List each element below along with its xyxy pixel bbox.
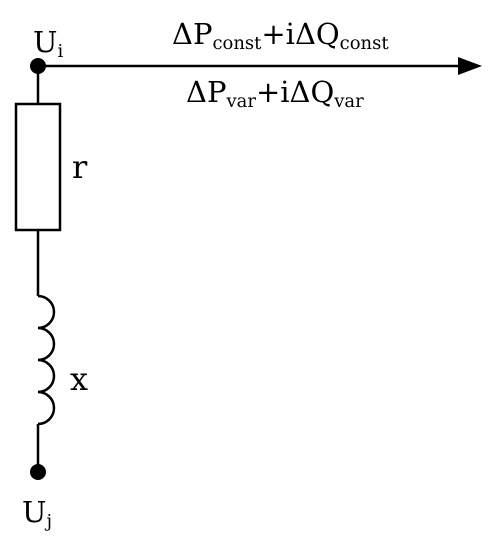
constant-q-subscript: const xyxy=(339,33,389,55)
constant-p-subscript: const xyxy=(212,33,262,55)
node-i-symbol: U xyxy=(33,25,58,59)
node-j-label: Uj xyxy=(22,495,52,531)
resistor-symbol xyxy=(14,102,62,232)
variable-power-label: ΔPvar+iΔQvar xyxy=(186,75,364,111)
variable-p-symbol: ΔP xyxy=(186,75,227,109)
variable-joiner: +iΔQ xyxy=(255,75,335,109)
constant-power-label: ΔPconst+iΔQconst xyxy=(172,17,389,53)
reactance-label: x xyxy=(70,360,89,398)
node-j-subscript: j xyxy=(46,511,53,533)
constant-joiner: +iΔQ xyxy=(261,17,340,51)
variable-q-subscript: var xyxy=(334,91,364,113)
inductor-symbol xyxy=(37,294,56,426)
node-i-subscript: i xyxy=(57,41,64,63)
variable-p-subscript: var xyxy=(226,91,256,113)
node-j-symbol: U xyxy=(22,495,47,529)
constant-p-symbol: ΔP xyxy=(172,17,213,51)
resistance-label: r xyxy=(72,148,88,186)
node-i-dot xyxy=(30,58,46,74)
node-i-label: Ui xyxy=(33,25,63,61)
flow-arrow-head xyxy=(458,57,482,75)
node-j-dot xyxy=(30,464,46,480)
